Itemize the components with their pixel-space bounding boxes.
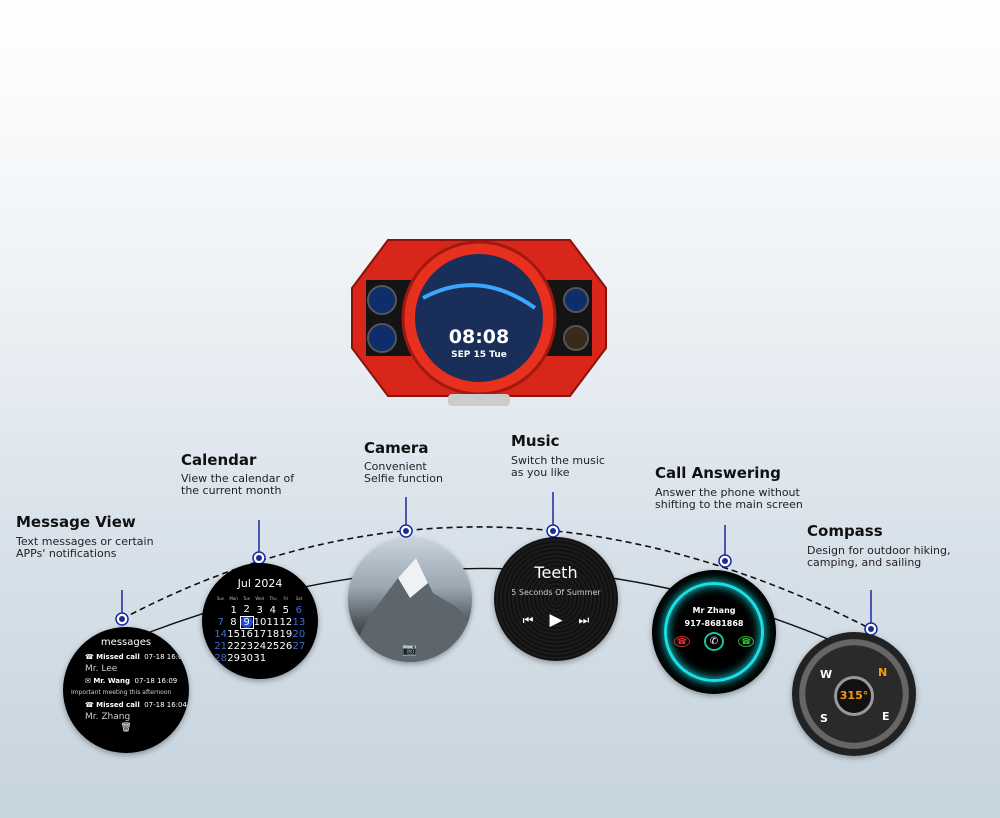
calendar-day[interactable]: 13 <box>292 616 306 628</box>
calendar-day[interactable]: 27 <box>292 640 306 652</box>
calendar-day[interactable]: 22 <box>227 640 240 652</box>
play-icon[interactable]: ▶ <box>549 610 563 630</box>
compass-screen: N E S W 315° <box>792 632 916 756</box>
device-time: 08:08 <box>448 326 510 348</box>
calendar-day[interactable]: 24 <box>253 640 267 652</box>
weekday-label: Thu <box>269 595 277 601</box>
calendar-day[interactable]: 26 <box>279 640 293 652</box>
calendar-day[interactable]: 21 <box>214 640 227 652</box>
feature-title: Calendar <box>181 451 257 469</box>
weekday-label: Fri <box>283 595 289 601</box>
weekday-label: Tue <box>243 595 251 601</box>
calendar-day[interactable]: 11 <box>266 616 280 628</box>
calendar-day[interactable]: 3 <box>256 604 263 616</box>
weekday-label: Mon <box>229 595 238 601</box>
calendar-day[interactable]: 14 <box>214 628 227 640</box>
calendar-day[interactable]: 1 <box>230 604 237 616</box>
mountain-image <box>348 558 472 662</box>
smartwatch-device: 08:08 SEP 15 Tue <box>348 228 610 408</box>
device-date: SEP 15 Tue <box>451 350 507 360</box>
feature-title: Message View <box>16 513 136 531</box>
calendar-day[interactable]: 15 <box>227 628 240 640</box>
feature-title: Camera <box>364 439 429 457</box>
calendar-day[interactable]: 20 <box>292 628 306 640</box>
calendar-day[interactable]: 16 <box>240 628 253 640</box>
calendar-day[interactable]: 6 <box>295 604 303 616</box>
feature-desc: Convenient Selfie function <box>364 460 443 485</box>
calendar-day[interactable]: 7 <box>217 616 224 628</box>
calendar-day[interactable]: 18 <box>266 628 280 640</box>
calendar-day[interactable]: 25 <box>266 640 280 652</box>
calendar-day[interactable]: 4 <box>269 604 277 616</box>
compass-w: W <box>820 668 833 681</box>
calendar-day[interactable]: 5 <box>282 604 290 616</box>
calendar-day[interactable]: 31 <box>253 652 267 664</box>
calendar-day[interactable]: 9 <box>239 615 254 629</box>
camera-screen: 📷 <box>348 538 472 662</box>
song-title: Teeth <box>534 563 578 582</box>
calendar-day[interactable]: 12 <box>279 616 293 628</box>
calendar-day[interactable]: 17 <box>253 628 267 640</box>
feature-title: Compass <box>807 522 883 540</box>
call-screen: Mr Zhang 917-8681868 ☎ ✆ ☎ <box>652 570 776 694</box>
weekday-label: Wed <box>255 595 265 601</box>
feature-desc: Design for outdoor hiking, camping, and … <box>807 544 951 569</box>
feature-desc: View the calendar of the current month <box>181 472 295 497</box>
compass-e: E <box>882 710 890 723</box>
messages-header: messages <box>100 637 152 648</box>
calendar-month: Jul 2024 <box>237 577 283 590</box>
compass-heading: 315° <box>834 676 874 716</box>
calendar-day[interactable]: 23 <box>240 640 253 652</box>
calendar-day[interactable]: 2 <box>243 604 250 616</box>
feature-desc: Switch the music as you like <box>511 454 605 479</box>
trash-icon[interactable]: 🗑 <box>120 723 132 733</box>
weekday-label: Sat <box>295 595 303 601</box>
feature-desc: Text messages or certain APPs' notificat… <box>16 535 154 560</box>
weekday-label: Sun <box>216 595 225 601</box>
camera-shutter-icon[interactable]: 📷 <box>402 642 417 656</box>
next-track-icon[interactable]: ⏭ <box>578 613 590 627</box>
compass-n: N <box>878 666 888 679</box>
compass-s: S <box>820 712 828 725</box>
feature-title: Call Answering <box>655 464 781 482</box>
feature-desc: Answer the phone without shifting to the… <box>655 486 803 511</box>
calendar-day[interactable]: 8 <box>230 616 237 628</box>
music-screen: Teeth 5 Seconds Of Summer ⏮ ▶ ⏭ <box>494 537 618 661</box>
device-body <box>351 239 607 406</box>
calendar-day[interactable]: 28 <box>214 652 227 664</box>
previous-track-icon[interactable]: ⏮ <box>522 613 534 627</box>
calendar-day[interactable]: 30 <box>240 652 253 664</box>
feature-title: Music <box>511 432 560 450</box>
calendar-day[interactable]: 19 <box>279 628 293 640</box>
calendar-day[interactable]: 10 <box>253 616 267 628</box>
calendar-day[interactable]: 29 <box>227 652 240 664</box>
song-artist: 5 Seconds Of Summer <box>511 588 601 597</box>
